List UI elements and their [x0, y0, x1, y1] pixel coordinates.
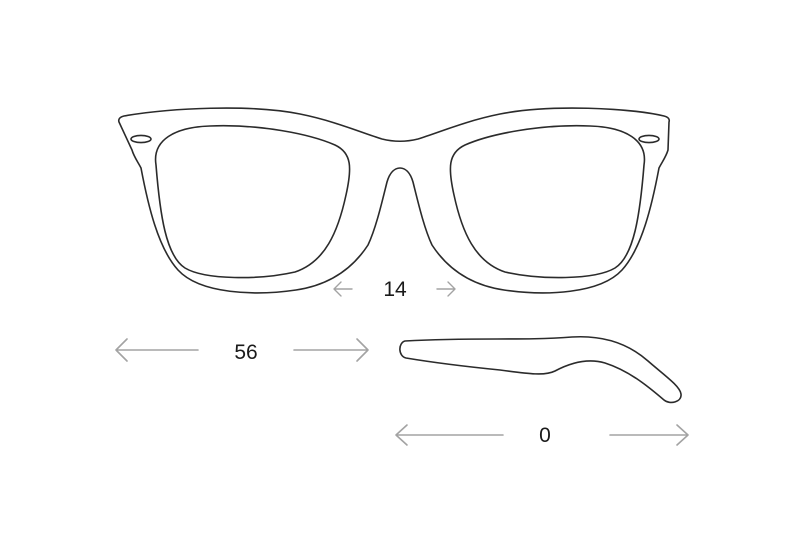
right-lens-outline: [449, 124, 646, 279]
lens-width-label: 56: [234, 341, 257, 364]
temple-length-label: 0: [539, 424, 551, 447]
arrow-left-icon: [395, 424, 504, 446]
frame-front-view: [117, 107, 671, 294]
lens-width-dimension: 56: [115, 338, 369, 364]
arrow-right-icon: [293, 338, 369, 362]
temple-arm-outline: [399, 335, 682, 404]
left-lens-outline: [154, 124, 351, 279]
arrow-right-icon: [436, 281, 456, 297]
arrow-left-icon: [333, 281, 353, 297]
bridge-width-dimension: 14: [333, 278, 456, 301]
right-hinge-rivet: [638, 134, 660, 144]
left-hinge-rivet: [130, 134, 152, 144]
frame-outline: [117, 107, 671, 294]
bridge-width-label: 14: [383, 278, 407, 301]
arrow-left-icon: [115, 338, 199, 362]
arrow-right-icon: [609, 424, 689, 446]
temple-length-dimension: 0: [395, 424, 689, 447]
